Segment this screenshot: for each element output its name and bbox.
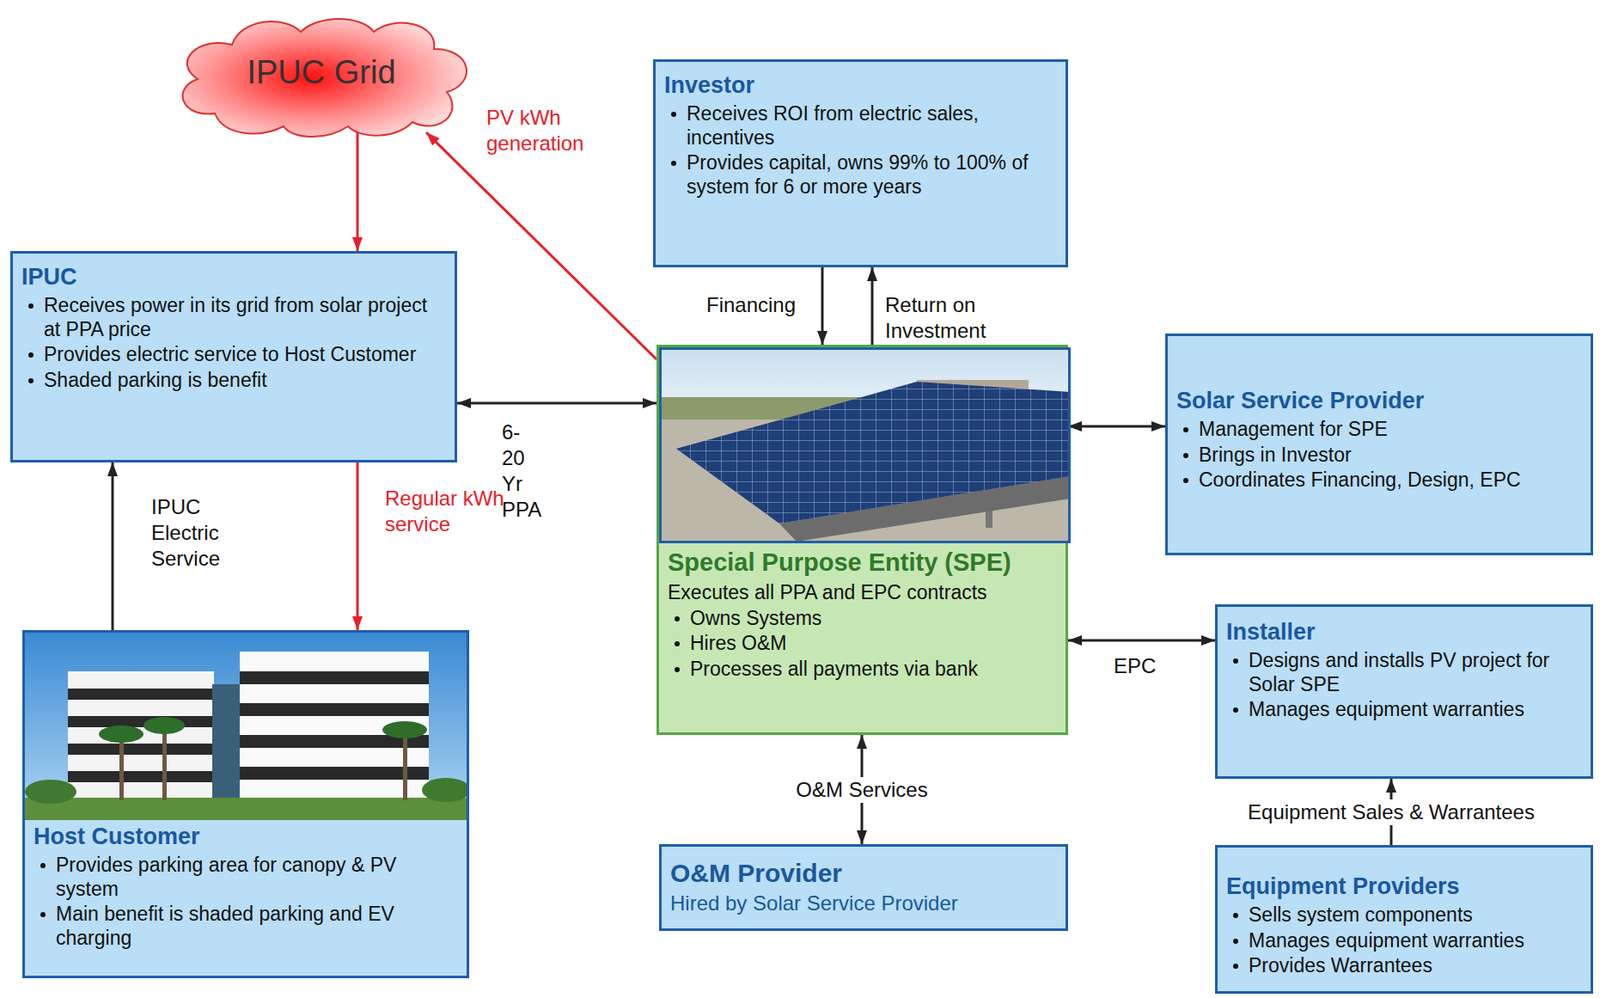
box-heading: Solar Service Provider — [1176, 387, 1581, 415]
palm-trunk — [403, 731, 408, 800]
palm-fronds — [98, 725, 144, 743]
solar-panels — [676, 381, 1071, 524]
office-building-photo — [24, 632, 467, 820]
bullet-text: Designs and installs PV project for Sola… — [1226, 648, 1581, 697]
connector — [871, 267, 874, 345]
bullet-text: Provides electric service to Host Custom… — [21, 342, 445, 367]
edge-label: Financing — [706, 292, 796, 318]
bullet-text: Provides capital, owns 99% to 100% of sy… — [664, 151, 1056, 199]
bullet-text: Provides parking area for canopy & PV sy… — [33, 853, 457, 901]
box-heading: Installer — [1226, 618, 1581, 646]
entity-box: Equipment ProvidersSells system componen… — [1215, 844, 1594, 994]
bullet-text: Receives power in its grid from solar pr… — [21, 293, 445, 342]
box-heading: Host Customer — [33, 823, 457, 850]
building-wing — [239, 651, 429, 800]
lawn — [24, 797, 467, 820]
entity-box: InvestorReceives ROI from electric sales… — [653, 59, 1069, 268]
box-heading: IPUC — [21, 263, 445, 291]
connector — [356, 132, 360, 251]
bullet-text: Owns Systems — [667, 606, 1056, 631]
box-heading: Equipment Providers — [1226, 873, 1581, 900]
spe-box: Special Purpose Entity (SPE) Executes all… — [656, 344, 1069, 735]
bullet-text: Processes all payments via bank — [667, 657, 1056, 682]
box-text: IPUC Grid — [246, 54, 396, 92]
window-band — [67, 743, 214, 755]
bullet-text: Main benefit is shaded parking and EV ch… — [33, 902, 457, 950]
edge-label: Regular kWh service — [384, 485, 506, 538]
window-band — [239, 766, 429, 780]
entity-box: O&M ProviderHired by Solar Service Provi… — [659, 843, 1069, 931]
solar-canopy-photo — [659, 347, 1071, 544]
shrub — [421, 777, 467, 802]
bullet-text: Receives ROI from electric sales, incent… — [664, 102, 1056, 150]
window-band — [67, 715, 214, 727]
edge-label: PV kWh generation — [486, 104, 616, 157]
box-heading: Investor — [664, 72, 1056, 99]
edge-label: EPC — [1113, 653, 1156, 679]
edge-label: Return on Investment — [885, 292, 986, 344]
bullet-text: Sells system components — [1226, 903, 1581, 928]
bullet-text: Brings in Investor — [1176, 443, 1581, 468]
connector — [426, 132, 657, 360]
glass-atrium — [212, 683, 242, 800]
window-band — [67, 688, 214, 700]
sky — [24, 632, 467, 820]
entity-box: Solar Service ProviderManagement for SPE… — [1165, 333, 1594, 556]
edge-label: O&M Services — [792, 776, 931, 803]
bullet-text: Management for SPE — [1176, 417, 1581, 442]
cloud-outline — [183, 18, 467, 137]
palm-trunk — [162, 726, 167, 800]
connector — [457, 402, 657, 405]
connector — [1068, 639, 1216, 642]
photo-frame — [660, 348, 1070, 543]
cloud-node: IPUC Grid — [163, 10, 480, 143]
bullet-text: Hires O&M — [667, 631, 1056, 656]
entity-box: IPUCReceives power in its grid from sola… — [10, 250, 458, 463]
bullet-text: Manages equipment warranties — [1226, 928, 1581, 953]
connector — [1068, 425, 1166, 428]
box-heading: O&M Provider — [670, 858, 1056, 888]
box-text: Hired by Solar Service Provider — [670, 891, 1056, 916]
shrub — [24, 779, 77, 804]
bullet-text: Manages equipment warranties — [1226, 697, 1581, 722]
palm-fronds — [382, 720, 428, 739]
window-band — [67, 770, 214, 782]
bullet-text: Coordinates Financing, Design, EPC — [1176, 468, 1581, 493]
palm-fronds — [143, 716, 185, 734]
connector — [821, 267, 825, 345]
building-wing — [67, 671, 214, 800]
palm-trunk — [119, 735, 124, 800]
box-text: Executes all PPA and EPC contracts — [667, 580, 1056, 605]
bullet-text: Shaded parking is benefit — [21, 368, 445, 393]
connector — [111, 462, 115, 630]
entity-box: Host CustomerProvides parking area for c… — [22, 629, 470, 978]
window-band — [239, 671, 429, 684]
box-heading: Special Purpose Entity (SPE) — [667, 548, 1056, 577]
bullet-text: Provides Warrantees — [1226, 953, 1581, 978]
entity-box: InstallerDesigns and installs PV project… — [1215, 604, 1594, 779]
window-band — [239, 702, 429, 716]
connector — [356, 462, 360, 630]
edge-label: Equipment Sales & Warrantees — [1244, 799, 1539, 825]
edge-label: 6-20 Yr PPA — [501, 419, 542, 523]
edge-label: IPUC Electric Service — [151, 494, 246, 572]
